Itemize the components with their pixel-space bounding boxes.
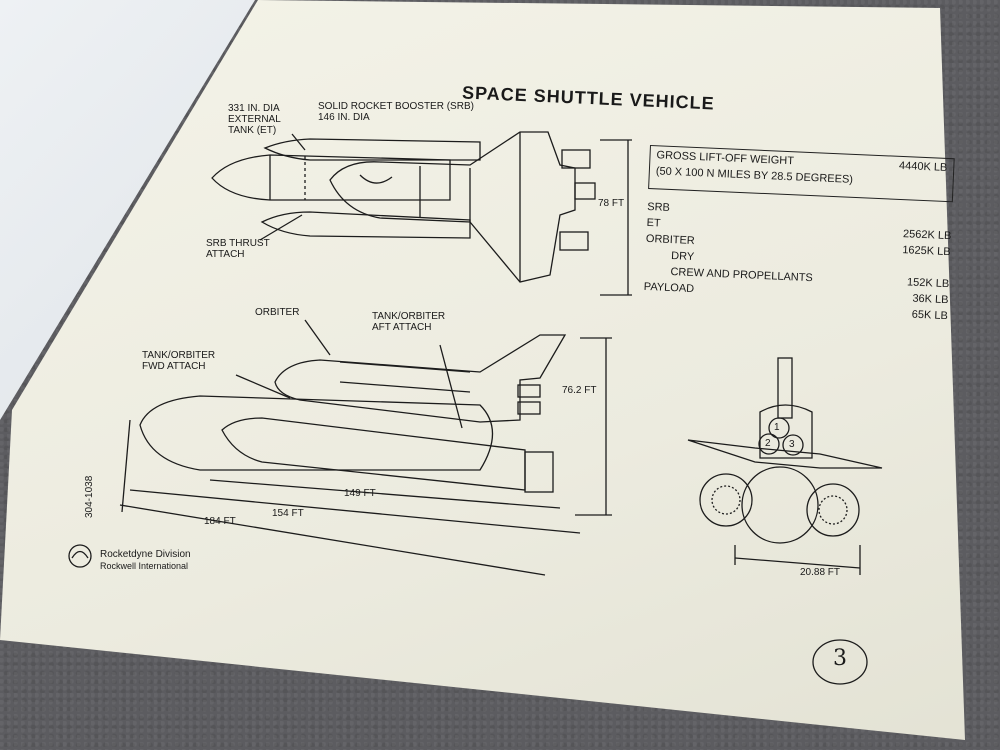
width-78-label: 78 FT (598, 198, 625, 209)
page-number: 3 (833, 646, 847, 671)
rear-view-drawing (687, 357, 883, 575)
srb-thrust-label: SRB THRUST ATTACH (206, 238, 270, 260)
gross-value: 4440K LB (898, 159, 948, 174)
stat-label: SRB (647, 200, 671, 214)
orbiter-label: ORBITER (255, 307, 300, 318)
rocketdyne-logo (68, 544, 92, 568)
top-view-drawing (211, 131, 632, 296)
length-149-label: 149 FT (344, 488, 376, 499)
stat-label: ET (646, 216, 661, 230)
rear-circle-2: 2 (765, 438, 771, 449)
stat-label: DRY (670, 250, 695, 264)
stat-value: 65K LB (911, 308, 949, 323)
side-view-drawing (119, 319, 612, 576)
rear-circle-3: 3 (789, 439, 795, 450)
length-154-label: 154 FT (272, 508, 304, 519)
stat-value: 1625K LB (902, 244, 951, 259)
logo-line2: Rockwell International (100, 561, 189, 571)
rear-width-label: 20.88 FT (800, 567, 841, 578)
stat-value: 2562K LB (902, 228, 952, 243)
length-184-label: 184 FT (204, 516, 236, 527)
fwd-attach-label: TANK/ORBITER FWD ATTACH (142, 350, 216, 372)
stat-value: 152K LB (906, 276, 950, 291)
srb-label: SOLID ROCKET BOOSTER (SRB) 146 IN. DIA (318, 101, 474, 123)
stat-label: ORBITER (645, 232, 696, 248)
rear-circle-1: 1 (774, 422, 780, 433)
page-number-circle (812, 639, 868, 685)
stat-value: 36K LB (912, 292, 949, 307)
height-76-label: 76.2 FT (562, 385, 597, 396)
aft-attach-label: TANK/ORBITER AFT ATTACH (372, 311, 446, 333)
et-label: 331 IN. DIA EXTERNAL TANK (ET) (228, 103, 281, 136)
gross-label: GROSS LIFT-OFF WEIGHT (656, 149, 795, 168)
stat-label: PAYLOAD (643, 280, 695, 296)
logo-line1: Rocketdyne Division (100, 549, 191, 560)
doc-code: 304-1038 (84, 475, 95, 518)
